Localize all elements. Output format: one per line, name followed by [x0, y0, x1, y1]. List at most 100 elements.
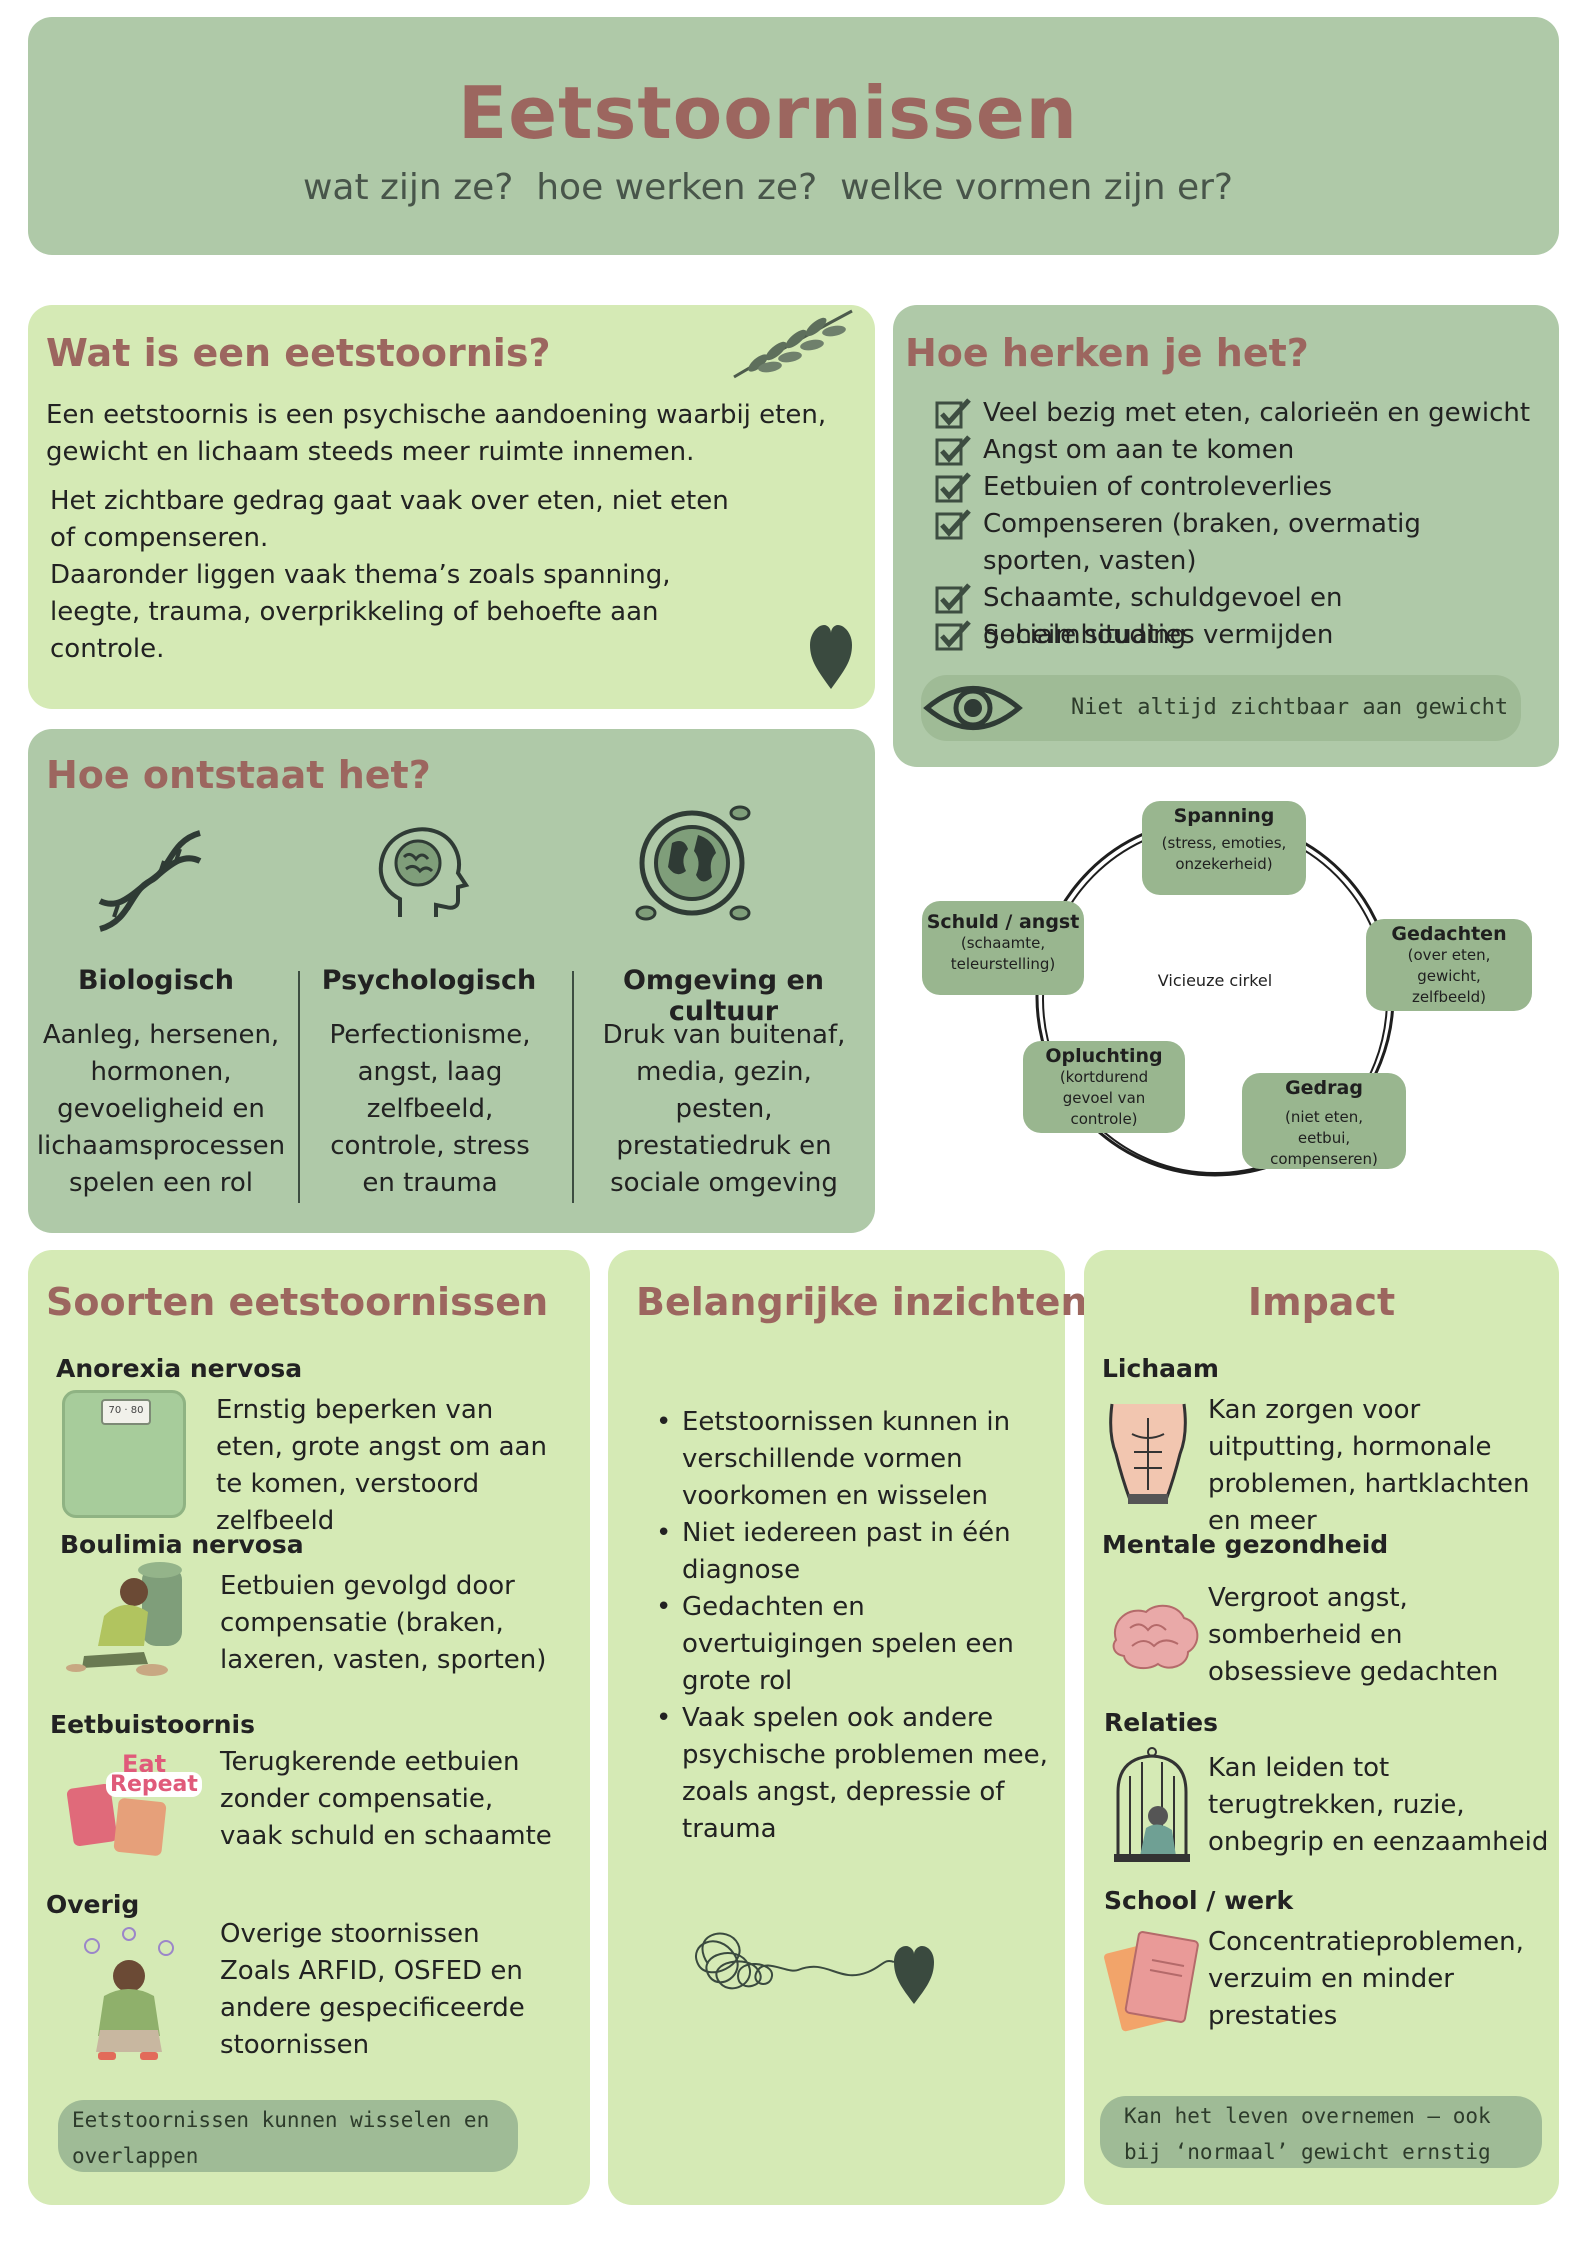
- impact-text: Kan leiden tot terugtrekken, ruzie, onbe…: [1208, 1753, 1549, 1857]
- torso-icon: [1109, 1403, 1187, 1504]
- scale-icon: 70 · 80: [62, 1390, 186, 1518]
- scale-marks: 70 · 80: [108, 1405, 144, 1416]
- eat-repeat-sticker: Eat Repeat: [66, 1750, 202, 1860]
- globe-plant-icon: [635, 805, 751, 921]
- cycle-node-schuld-angst: Schuld / angst (schaamte, teleurstelling…: [922, 901, 1084, 995]
- cycle-node-desc: (over eten, gewicht, zelfbeeld): [1407, 946, 1491, 1006]
- checklist-item: Compenseren (braken, overmatig sporten, …: [935, 506, 1495, 580]
- sticker-repeat-text: Repeat: [106, 1772, 202, 1797]
- cycle-node-opluchting: Opluchting (kortdurend gevoel van contro…: [1023, 1041, 1185, 1133]
- cycle-node-spanning: Spanning (stress, emoties, onzekerheid): [1142, 801, 1306, 895]
- checkbox-checked-icon: [935, 398, 971, 429]
- insight-item: Gedachten en overtuigingen spelen een gr…: [656, 1589, 1048, 1700]
- column-divider: [572, 971, 574, 1203]
- checkbox-checked-icon: [935, 583, 971, 614]
- types-card: Soorten eetstoornissen Anorexia nervosa …: [28, 1250, 590, 2205]
- checklist-item: Sociale situaties vermijden: [935, 617, 1333, 654]
- recognize-note-text: Niet altijd zichtbaar aan gewicht: [1071, 695, 1509, 720]
- what-is-paragraph-1: Een eetstoornis is een psychische aandoe…: [46, 400, 827, 467]
- insights-card: Belangrijke inzichten Eetstoornissen kun…: [608, 1250, 1088, 2205]
- impact-card: Impact Lichaam Kan zorgen voor uitputtin…: [1084, 1250, 1559, 2205]
- impact-note-text: Kan het leven overnemen – ook bij ‘norma…: [1124, 2104, 1491, 2164]
- checklist-item-label: Angst om aan te komen: [983, 435, 1295, 465]
- checklist-item-label: Eetbuien of controleverlies: [983, 472, 1333, 502]
- cycle-node-title: Spanning: [1173, 805, 1275, 827]
- type-name: Overig: [46, 1890, 140, 1919]
- type-text: Eetbuien gevolgd door compensatie (brake…: [220, 1571, 547, 1675]
- type-text: Overige stoornissen Zoals ARFID, OSFED e…: [220, 1919, 525, 2060]
- vicious-cycle-diagram: Vicieuze cirkel Spanning (stress, emotie…: [910, 795, 1540, 1195]
- cycle-node-desc: (schaamte, teleurstelling): [950, 934, 1056, 973]
- tangled-line-heart-icon: [695, 1932, 934, 2004]
- cycle-node-title: Gedrag: [1285, 1077, 1363, 1099]
- what-is-paragraph-3: Daaronder liggen vaak thema’s zoals span…: [50, 560, 671, 664]
- recognize-title: Hoe herken je het?: [905, 331, 1309, 375]
- origin-card: Hoe ontstaat het? Biologisch Psychologis…: [28, 729, 875, 1233]
- what-is-title: Wat is een eetstoornis?: [46, 331, 551, 375]
- head-brain-icon: [378, 827, 470, 917]
- dna-icon: [98, 830, 202, 932]
- recognize-card: Hoe herken je het? Veel bezig met eten, …: [893, 305, 1559, 767]
- cycle-node-title: Opluchting: [1045, 1045, 1163, 1067]
- recognize-note: Niet altijd zichtbaar aan gewicht: [921, 675, 1521, 741]
- eye-icon: [923, 686, 1023, 730]
- origin-column-text: Aanleg, hersenen, hormonen, gevoeligheid…: [36, 1020, 286, 1198]
- cycle-center-label: Vicieuze cirkel: [1157, 971, 1273, 990]
- birdcage-icon: [1114, 1747, 1190, 1862]
- cycle-node-gedrag: Gedrag (niet eten, eetbui, compenseren): [1242, 1073, 1406, 1169]
- checklist-item: Angst om aan te komen: [935, 432, 1294, 469]
- insight-item: Eetstoornissen kunnen in verschillende v…: [656, 1404, 1048, 1515]
- impact-title: Impact: [1247, 1280, 1396, 1324]
- checklist-item: Schaamte, schuldgevoel en geheimhouding: [935, 580, 1545, 654]
- insights-title: Belangrijke inzichten: [636, 1280, 1088, 1324]
- insights-list: Eetstoornissen kunnen in verschillende v…: [656, 1404, 1048, 1848]
- types-note: Eetstoornissen kunnen wisselen en overla…: [58, 2100, 518, 2172]
- cycle-node-title: Gedachten: [1391, 923, 1507, 945]
- cycle-node-desc: (niet eten, eetbui, compenseren): [1270, 1108, 1378, 1168]
- worried-person-illustration: [84, 1927, 174, 2060]
- checklist-item-label: Schaamte, schuldgevoel en geheimhouding: [983, 583, 1343, 650]
- leaf-branch-icon: [733, 309, 853, 379]
- page-title: Eetstoornissen: [458, 71, 1078, 155]
- cycle-node-desc: (kortdurend gevoel van controle): [1059, 1068, 1149, 1128]
- checklist-item-label: Sociale situaties vermijden: [983, 620, 1334, 650]
- checkbox-checked-icon: [935, 509, 971, 540]
- type-name: Eetbuistoornis: [50, 1710, 256, 1739]
- checkbox-checked-icon: [935, 435, 971, 466]
- impact-name: Relaties: [1104, 1708, 1219, 1737]
- cycle-node-gedachten: Gedachten (over eten, gewicht, zelfbeeld…: [1366, 919, 1532, 1011]
- origin-column-title: Omgeving en cultuur: [622, 965, 825, 1027]
- impact-name: Lichaam: [1102, 1354, 1219, 1383]
- notebooks-icon: [1104, 1931, 1199, 2032]
- origin-column-text: Perfectionisme, angst, laag zelfbeeld, c…: [329, 1020, 531, 1198]
- origin-column-title: Psychologisch: [321, 965, 537, 996]
- checkbox-checked-icon: [935, 620, 971, 651]
- checkbox-checked-icon: [935, 472, 971, 503]
- types-title: Soorten eetstoornissen: [46, 1280, 549, 1324]
- type-name: Boulimia nervosa: [60, 1530, 304, 1559]
- checklist-item: Eetbuien of controleverlies: [935, 469, 1332, 506]
- cycle-node-title: Schuld / angst: [926, 911, 1080, 933]
- checklist-item-label: Veel bezig met eten, calorieën en gewich…: [983, 398, 1531, 428]
- brain-icon: [1112, 1604, 1199, 1670]
- type-name: Anorexia nervosa: [56, 1354, 303, 1383]
- impact-name: Mentale gezondheid: [1102, 1530, 1389, 1559]
- types-note-text: Eetstoornissen kunnen wisselen en overla…: [72, 2108, 490, 2168]
- origin-column-title: Biologisch: [77, 965, 235, 996]
- origin-column-text: Druk van buitenaf, media, gezin, pesten,…: [602, 1020, 846, 1198]
- column-divider: [298, 971, 300, 1203]
- sitting-person-illustration: [66, 1562, 182, 1676]
- type-text: Ernstig beperken van eten, grote angst o…: [216, 1395, 547, 1536]
- checklist-item-label: Compenseren (braken, overmatig sporten, …: [983, 509, 1421, 576]
- what-is-paragraph-2: Het zichtbare gedrag gaat vaak over eten…: [50, 486, 729, 553]
- heart-icon: [810, 625, 852, 689]
- insight-item: Niet iedereen past in één diagnose: [656, 1515, 1048, 1589]
- impact-name: School / werk: [1104, 1886, 1294, 1915]
- insight-item: Vaak spelen ook andere psychische proble…: [656, 1700, 1048, 1848]
- header-banner: Eetstoornissen wat zijn ze? hoe werken z…: [28, 17, 1559, 255]
- what-is-card: Wat is een eetstoornis? Een eetstoornis …: [28, 305, 875, 709]
- origin-title: Hoe ontstaat het?: [46, 753, 431, 797]
- type-text: Terugkerende eetbuien zonder compensatie…: [220, 1747, 552, 1851]
- page-subtitle: wat zijn ze? hoe werken ze? welke vormen…: [302, 167, 1234, 208]
- impact-text: Vergroot angst, somberheid en obsessieve…: [1208, 1583, 1499, 1687]
